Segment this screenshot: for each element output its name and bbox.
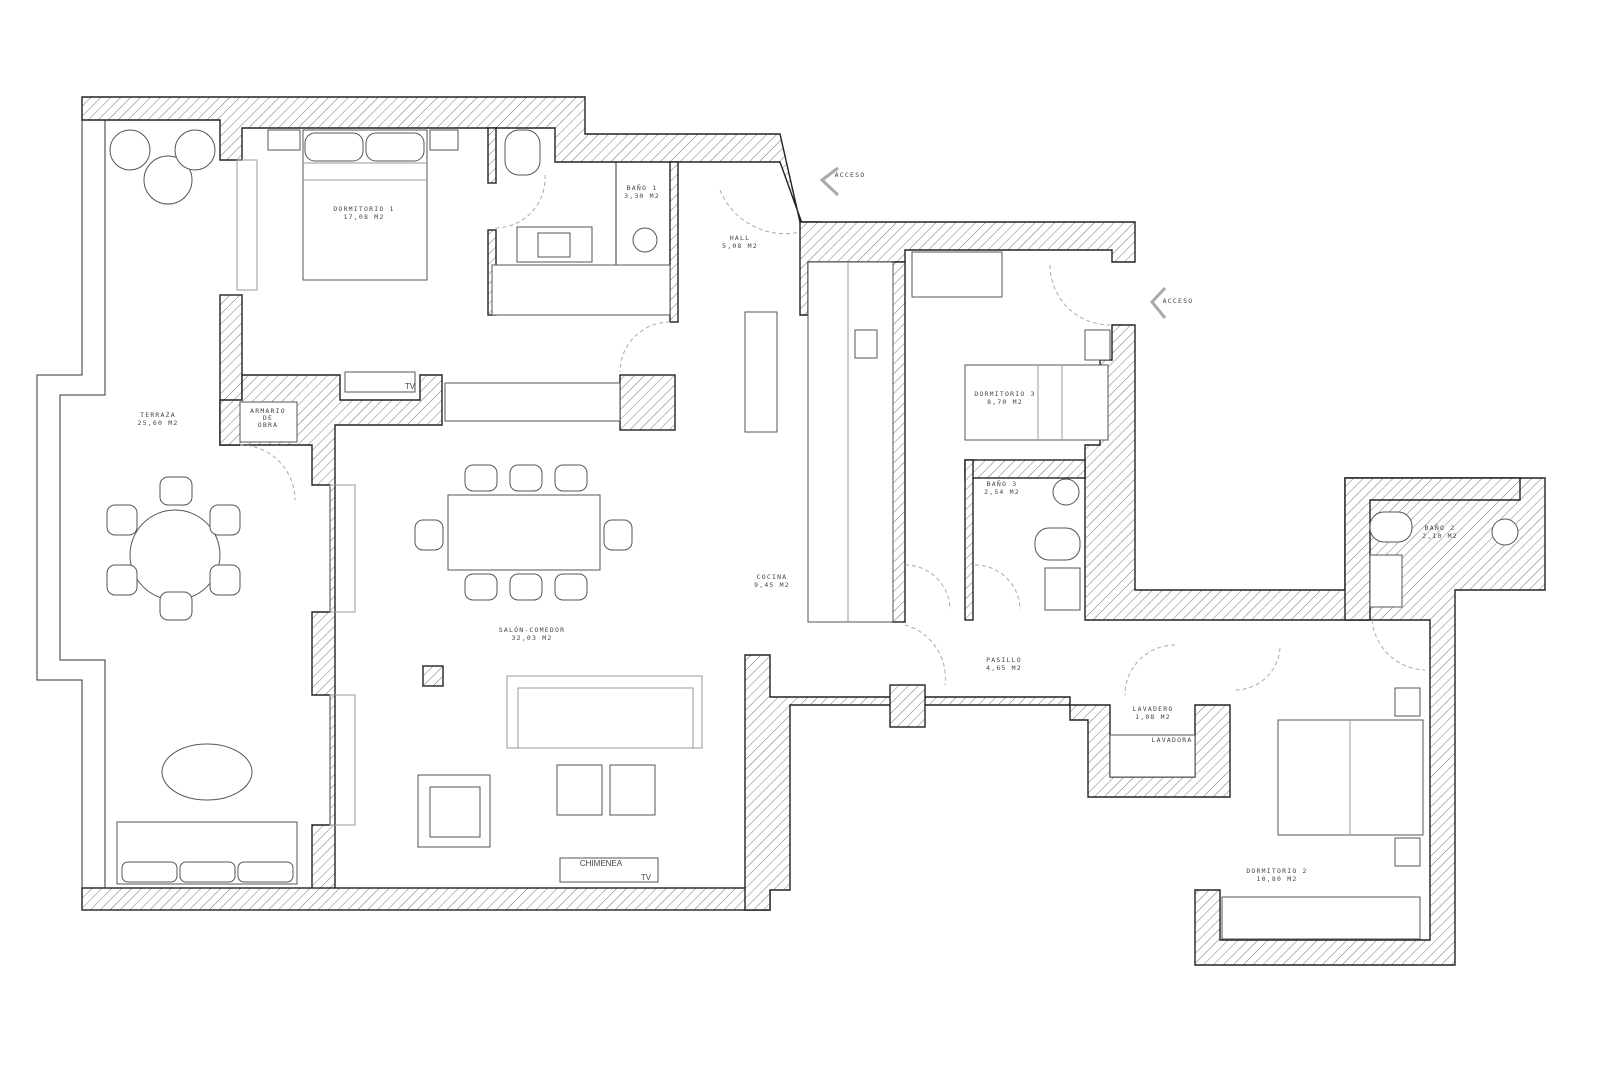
room-lavadero-area: 1,08 M2 bbox=[1135, 713, 1171, 721]
wardrobe bbox=[911, 251, 1003, 298]
room-dormitorio-2-name: DORMITORIO 2 bbox=[1246, 867, 1307, 875]
access-label: ACCESO bbox=[1163, 297, 1194, 305]
room-bano-2-name: BAÑO 2 bbox=[1425, 523, 1456, 532]
room-lavadero-name: LAVADERO bbox=[1133, 705, 1174, 713]
window bbox=[329, 694, 356, 826]
room-dormitorio-3-area: 8,70 M2 bbox=[987, 398, 1023, 406]
window bbox=[236, 159, 258, 291]
door-swings bbox=[239, 174, 1426, 696]
wardrobe bbox=[1221, 896, 1421, 940]
wardrobe bbox=[491, 264, 671, 316]
room-bano-3-area: 2,54 M2 bbox=[984, 488, 1020, 496]
tv-unit bbox=[344, 371, 416, 393]
room-salon-comedor-name: SALÓN-COMEDOR bbox=[499, 625, 565, 634]
room-salon-comedor-area: 32,03 M2 bbox=[512, 634, 553, 642]
window bbox=[329, 484, 356, 613]
room-labels: DORMITORIO 1 17,08 M2 BAÑO 1 3,30 M2 HAL… bbox=[138, 183, 1458, 883]
terrace-railing bbox=[36, 120, 83, 888]
room-bano-1-name: BAÑO 1 bbox=[627, 183, 658, 192]
tv-label: TV bbox=[641, 873, 652, 882]
lavadora-label: LAVADORA bbox=[1152, 736, 1193, 744]
room-bano-1-area: 3,30 M2 bbox=[624, 192, 660, 200]
room-terraza-name: TERRAZA bbox=[140, 411, 176, 419]
room-cocina-area: 9,45 M2 bbox=[754, 581, 790, 589]
access-arrow-icon bbox=[1150, 286, 1167, 319]
entrance-access: ACCESO ACCESO bbox=[819, 166, 1194, 319]
dining-table bbox=[447, 494, 601, 571]
room-bano-2-area: 2,10 M2 bbox=[1422, 532, 1458, 540]
room-terraza-area: 25,60 M2 bbox=[138, 419, 179, 427]
walls bbox=[81, 96, 1546, 966]
chimenea-label: CHIMENEA bbox=[580, 859, 623, 868]
access-arrow-icon bbox=[819, 166, 840, 197]
room-hall-area: 5,08 M2 bbox=[722, 242, 758, 250]
room-dormitorio-2-area: 10,80 M2 bbox=[1257, 875, 1298, 883]
shelf bbox=[444, 382, 621, 422]
bed bbox=[964, 364, 1109, 441]
column bbox=[422, 665, 444, 687]
access-label: ACCESO bbox=[835, 171, 866, 179]
furniture bbox=[106, 129, 1519, 940]
armario-label-1: ARMARIO bbox=[250, 407, 286, 415]
room-hall-name: HALL bbox=[730, 234, 750, 242]
fireplace bbox=[559, 857, 659, 883]
tv-label: TV bbox=[405, 382, 416, 391]
armario-label-2: DE bbox=[263, 414, 273, 422]
round-table bbox=[129, 509, 221, 601]
room-bano-3-name: BAÑO 3 bbox=[987, 479, 1018, 488]
room-pasillo-name: PASILLO bbox=[986, 656, 1022, 664]
room-dormitorio-1-name: DORMITORIO 1 bbox=[333, 205, 394, 213]
sofa bbox=[506, 675, 703, 749]
annotations: ARMARIO DE OBRA TV TV CHIMENEA LAVADORA bbox=[239, 382, 1193, 882]
armario-label-3: OBRA bbox=[258, 421, 278, 429]
room-cocina-name: COCINA bbox=[757, 573, 788, 581]
kitchen-counter bbox=[807, 261, 894, 623]
room-pasillo-area: 4,65 M2 bbox=[986, 664, 1022, 672]
armario-de-obra bbox=[239, 401, 298, 443]
room-dormitorio-1-area: 17,08 M2 bbox=[344, 213, 385, 221]
room-dormitorio-3-name: DORMITORIO 3 bbox=[974, 390, 1035, 398]
toilet bbox=[504, 129, 541, 176]
